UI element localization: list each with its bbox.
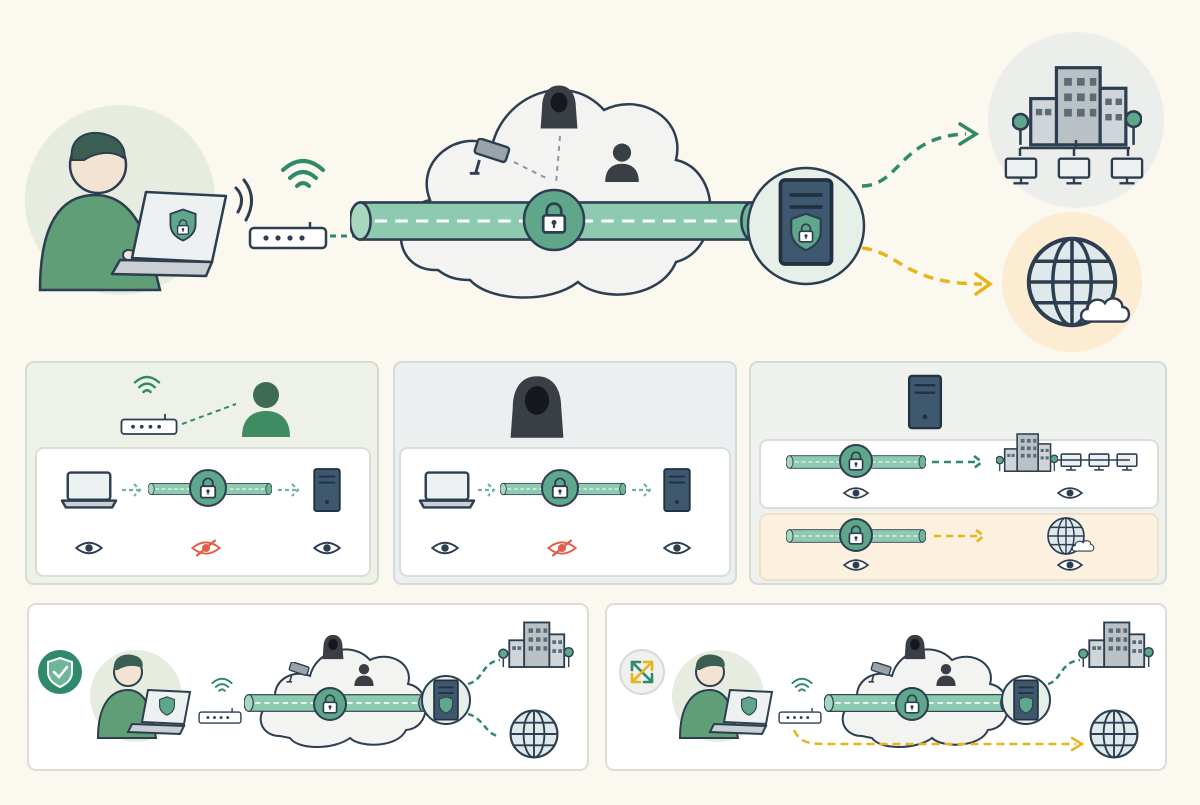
flow-arrow	[632, 483, 652, 497]
vpn-server-icon	[907, 374, 943, 430]
vpn-server-icon	[313, 468, 341, 512]
check-icon	[52, 665, 69, 679]
internet-route-card	[759, 513, 1159, 581]
direct-internet-route-head	[1070, 736, 1085, 752]
panel-full-tunnel	[27, 603, 589, 771]
eye-icon	[431, 541, 459, 555]
laptop-icon	[126, 722, 186, 736]
arrow-to-internet	[467, 712, 501, 738]
eye-icon	[75, 541, 103, 555]
direct-internet-route	[792, 729, 1076, 746]
panel-inner-card	[399, 447, 731, 577]
laptop-icon	[708, 722, 768, 736]
laptop-icon	[60, 471, 118, 509]
globe-icon	[509, 709, 559, 759]
globe-icon	[1089, 709, 1139, 759]
corporate-route-card	[759, 439, 1159, 509]
eye-icon	[1057, 559, 1083, 571]
eye-icon	[663, 541, 691, 555]
flow-arrow	[478, 483, 496, 497]
flow-arrow	[278, 483, 300, 497]
eye-icon	[313, 541, 341, 555]
eye-icon	[843, 487, 869, 499]
panel-isp-view	[25, 361, 379, 585]
shield-icon	[47, 656, 73, 689]
wifi-icon	[234, 186, 243, 214]
panel-hacker-view	[393, 361, 737, 585]
panel-split-tunnel	[605, 603, 1167, 771]
flow-arrow	[122, 483, 142, 497]
arrow-to-corporate-head	[958, 122, 980, 146]
arrow-to-internet-head	[974, 272, 994, 296]
arrow-to-corporate	[1047, 658, 1081, 686]
eye-icon	[843, 559, 869, 571]
corporate-lan	[1018, 140, 1130, 156]
hero-section	[25, 32, 1164, 352]
panel-server-view	[749, 361, 1167, 585]
arrow-to-corporate	[932, 454, 985, 470]
snoop-line	[555, 135, 561, 185]
arrow-to-internet	[861, 246, 983, 286]
wifi-icon	[242, 178, 253, 222]
wifi-icon	[281, 159, 325, 188]
arrow-to-corporate	[467, 658, 501, 686]
laptop-icon	[418, 471, 476, 509]
arrow-to-internet	[934, 528, 987, 544]
arrow-to-corporate	[861, 132, 967, 188]
router-icon	[248, 222, 328, 250]
eye-icon	[1057, 487, 1083, 499]
panel-inner-card	[35, 447, 371, 577]
split-arrows-icon	[630, 660, 654, 684]
vpn-server-icon	[663, 468, 691, 512]
snoop-line	[181, 403, 237, 425]
